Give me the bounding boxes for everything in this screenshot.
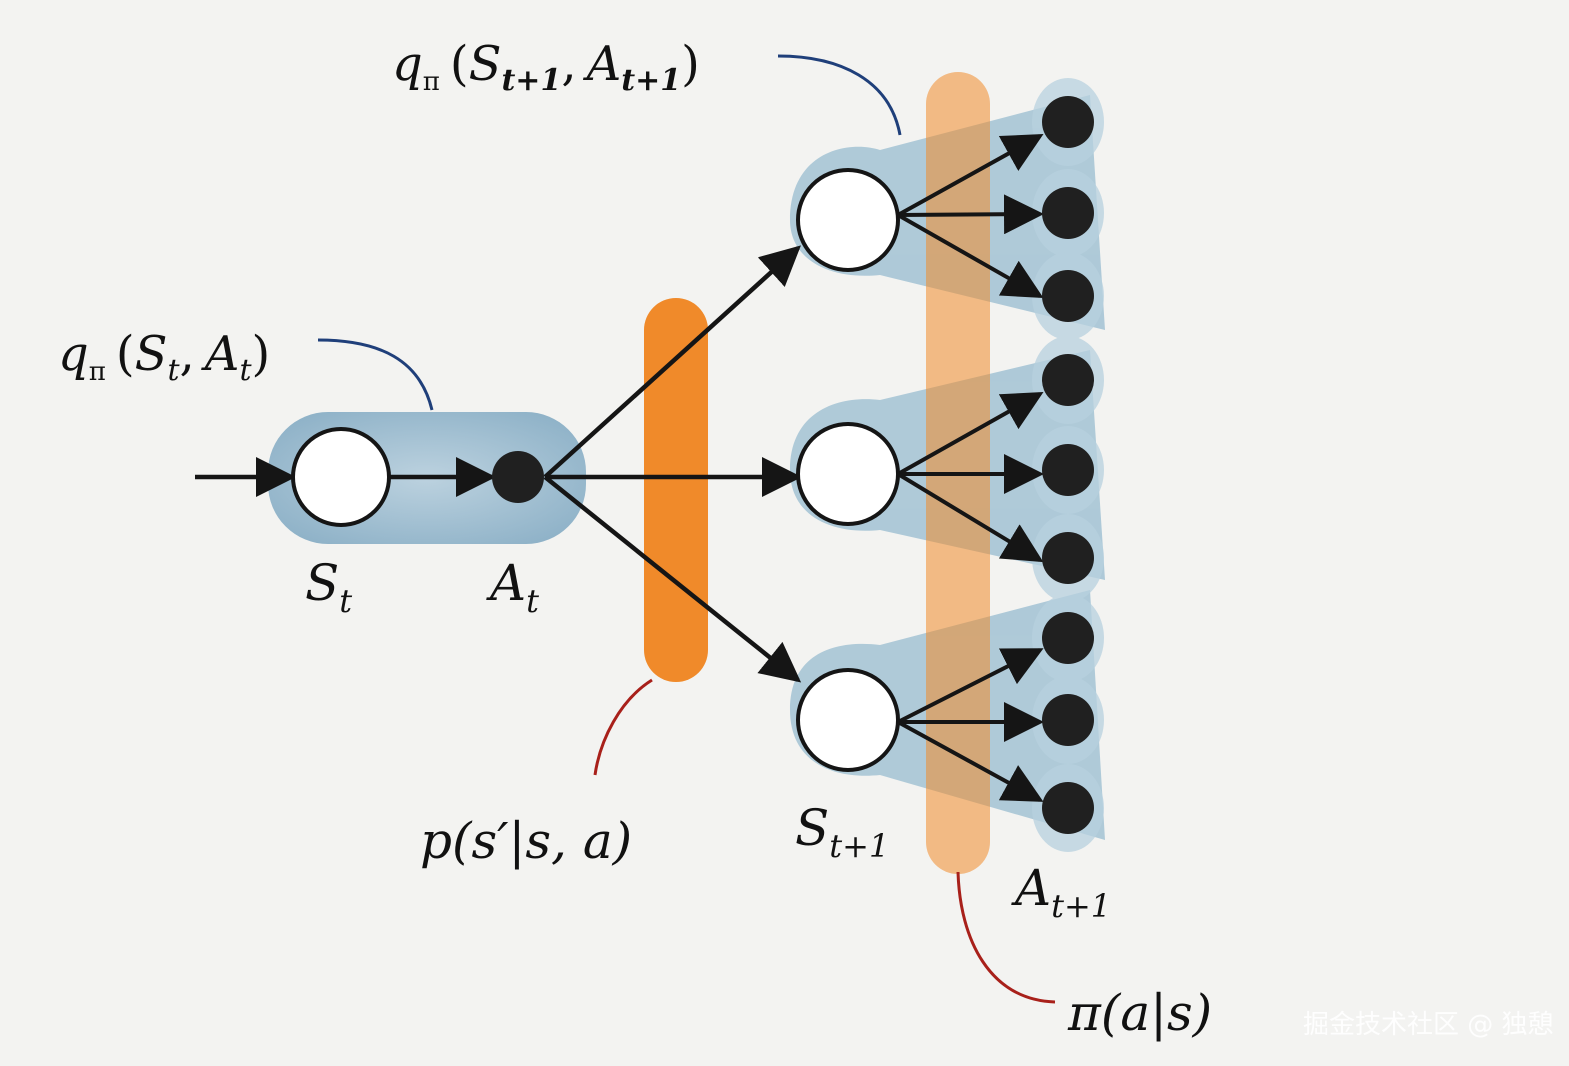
next-action-node (1042, 354, 1094, 406)
policy-label: π(a|s) (1067, 984, 1212, 1042)
s-t-label: St (305, 554, 352, 620)
leader-q-root (317, 338, 434, 411)
next-action-node (1042, 187, 1094, 239)
next-state-node (796, 168, 900, 272)
leader-transition (593, 678, 653, 776)
next-action-node (1042, 782, 1094, 834)
next-action-node (1042, 612, 1094, 664)
watermark: 掘金技术社区 @ 独憩 (1303, 1010, 1554, 1040)
next-action-node (1042, 96, 1094, 148)
next-action-node (1042, 532, 1094, 584)
next-state-node (796, 668, 900, 772)
transition-arrows (543, 245, 802, 683)
q-root-label: qπ(St,At) (58, 326, 270, 388)
next-state-node (796, 422, 900, 526)
next-action-node (1042, 270, 1094, 322)
a-next-label: At+1 (1011, 859, 1111, 925)
policy-arrows (896, 134, 1044, 802)
transition-bar (644, 298, 708, 682)
leader-q-next (777, 54, 902, 136)
next-state-nodes (796, 168, 900, 772)
s-next-label: St+1 (795, 799, 889, 865)
a-t-label: At (486, 554, 539, 620)
transition-label: p(s′|s, a) (420, 812, 632, 870)
next-action-node (1042, 694, 1094, 746)
state-node-root (291, 427, 391, 527)
next-action-node (1042, 444, 1094, 496)
next-action-nodes (1042, 96, 1094, 834)
q-next-label: qπ(St+1,At+1) (392, 36, 700, 98)
action-node-root (492, 451, 544, 503)
leader-policy (956, 871, 1056, 1004)
